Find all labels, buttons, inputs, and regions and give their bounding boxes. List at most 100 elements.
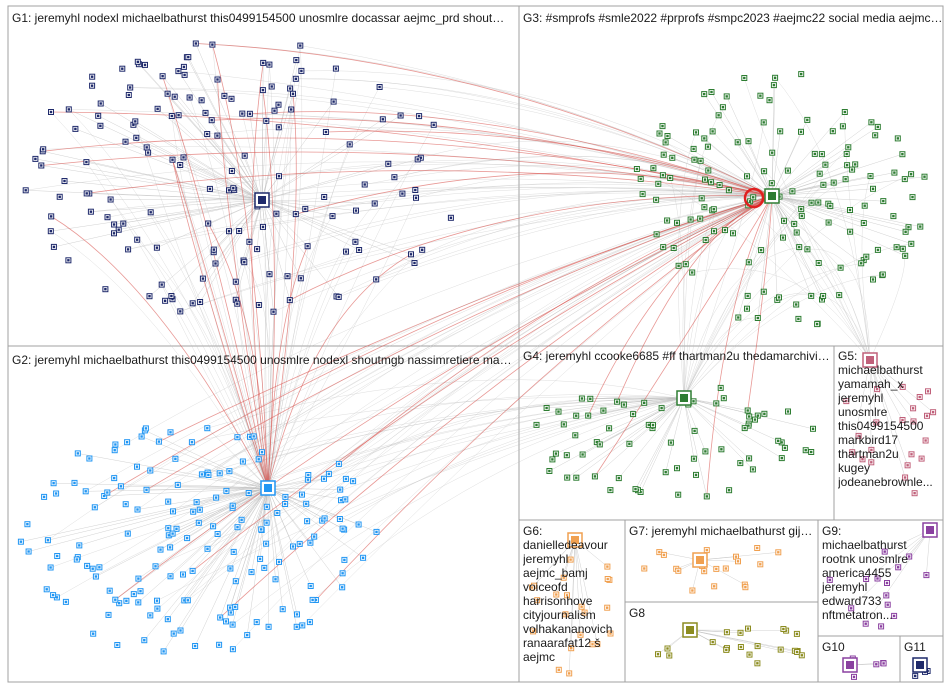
node-core-g3 [731, 232, 735, 235]
node-core-g4 [694, 473, 698, 477]
node-core-g3 [848, 230, 852, 233]
node-core-g3 [725, 95, 728, 98]
node-core-g1 [234, 298, 237, 301]
node-core-g3 [707, 169, 710, 172]
edge-g3-g4 [683, 184, 824, 399]
node-core-g9 [925, 573, 928, 577]
edge-g2 [219, 487, 269, 618]
node-core-g3 [756, 316, 759, 320]
node-core-g4 [581, 453, 584, 456]
node-core-g4 [554, 452, 558, 455]
node-core-g6 [569, 558, 572, 561]
edge-g3-g5 [692, 268, 871, 361]
node-core-g7 [724, 567, 727, 570]
node-core-g1 [40, 164, 43, 167]
node-core-g1 [299, 44, 302, 47]
node-core-g8 [656, 653, 660, 656]
node-core-g2 [167, 500, 170, 503]
node-core-g7 [703, 570, 706, 573]
edge-g4 [629, 397, 685, 444]
node-core-g6 [555, 593, 558, 596]
edge-g3-g4 [683, 243, 912, 399]
node-core-g4 [602, 409, 605, 412]
node-core-g1 [170, 114, 173, 118]
node-core-g4 [575, 476, 578, 479]
edge-g3 [726, 96, 773, 197]
node-core-g1 [409, 253, 413, 256]
node-core-g3 [810, 294, 813, 298]
node-core-g4 [557, 410, 560, 413]
node-core-g1 [417, 114, 421, 118]
edge-g2-g3 [232, 195, 773, 506]
node-core-g2 [234, 580, 237, 583]
edge-g4 [640, 397, 685, 493]
node-core-g1 [272, 310, 275, 313]
node-core-g7 [759, 563, 762, 566]
edge-g2 [216, 487, 269, 498]
edge-g3-g5 [818, 262, 871, 361]
node-core-g9 [892, 614, 896, 618]
node-core-g3 [657, 182, 660, 185]
node-core-g5 [875, 387, 879, 391]
node-core-g1 [354, 209, 358, 212]
edge-g2-g3 [114, 195, 773, 451]
edge-g1-g2 [162, 76, 269, 489]
node-core-g1 [344, 250, 348, 253]
node-core-g3 [911, 195, 914, 199]
node-core-g1 [354, 240, 357, 243]
edge-g1-g3 [211, 118, 773, 197]
edge-g2-g3 [232, 195, 773, 650]
edge-g4-g3 [747, 195, 773, 411]
node-core-g1 [262, 61, 265, 65]
edge-g2 [150, 470, 269, 489]
node-core-g2 [149, 614, 152, 617]
node-core-g3 [850, 168, 854, 171]
node-core-g1 [163, 299, 167, 302]
edge-g2-g3 [158, 195, 773, 442]
node-core-g6 [557, 668, 560, 671]
node-core-g2 [322, 477, 326, 480]
edge-g1 [261, 199, 357, 211]
edge-g2 [177, 484, 269, 489]
node-core-g3 [747, 140, 750, 143]
edge-g1 [41, 165, 263, 201]
group-label-g7: G7: jeremyhl michaelbathurst gijn fmfran… [629, 524, 816, 538]
node-core-g3 [743, 76, 746, 80]
node-core-g3 [831, 130, 834, 133]
edge-g5 [869, 359, 906, 478]
node-core-g9 [886, 603, 889, 606]
node-core-g7 [713, 585, 716, 588]
node-core-g4 [743, 426, 746, 430]
edge-g2 [180, 487, 269, 631]
node-core-g1 [419, 156, 422, 159]
node-core-g1 [277, 103, 280, 106]
edge-g4 [683, 397, 708, 497]
node-core-g1 [143, 63, 147, 67]
edge-g1 [261, 163, 389, 201]
node-core-g2 [139, 590, 142, 593]
node-core-g1 [363, 183, 366, 186]
edge-g4 [594, 397, 685, 477]
node-core-g3 [699, 159, 702, 162]
edge-g3 [771, 195, 912, 245]
node-core-g2 [217, 643, 221, 646]
node-core-g6 [606, 577, 609, 581]
edge-g2-g4 [310, 397, 685, 543]
node-core-g1 [132, 123, 135, 126]
node-core-g2 [171, 532, 174, 535]
node-core-g2 [351, 480, 355, 483]
node-core-g3 [822, 183, 825, 186]
edge-g3-g4 [683, 184, 824, 399]
node-core-g2 [327, 472, 331, 476]
node-core-g1 [182, 65, 186, 69]
node-core-g2 [140, 435, 143, 438]
node-core-g3 [669, 176, 672, 180]
node-core-g2 [344, 498, 347, 501]
node-core-g1 [273, 109, 276, 112]
node-core-g3 [639, 177, 642, 181]
node-core-g4 [763, 412, 766, 415]
edge-g1 [261, 90, 264, 201]
node-core-g1 [223, 94, 226, 98]
node-core-g8 [668, 654, 671, 657]
node-core-g2 [263, 566, 266, 570]
